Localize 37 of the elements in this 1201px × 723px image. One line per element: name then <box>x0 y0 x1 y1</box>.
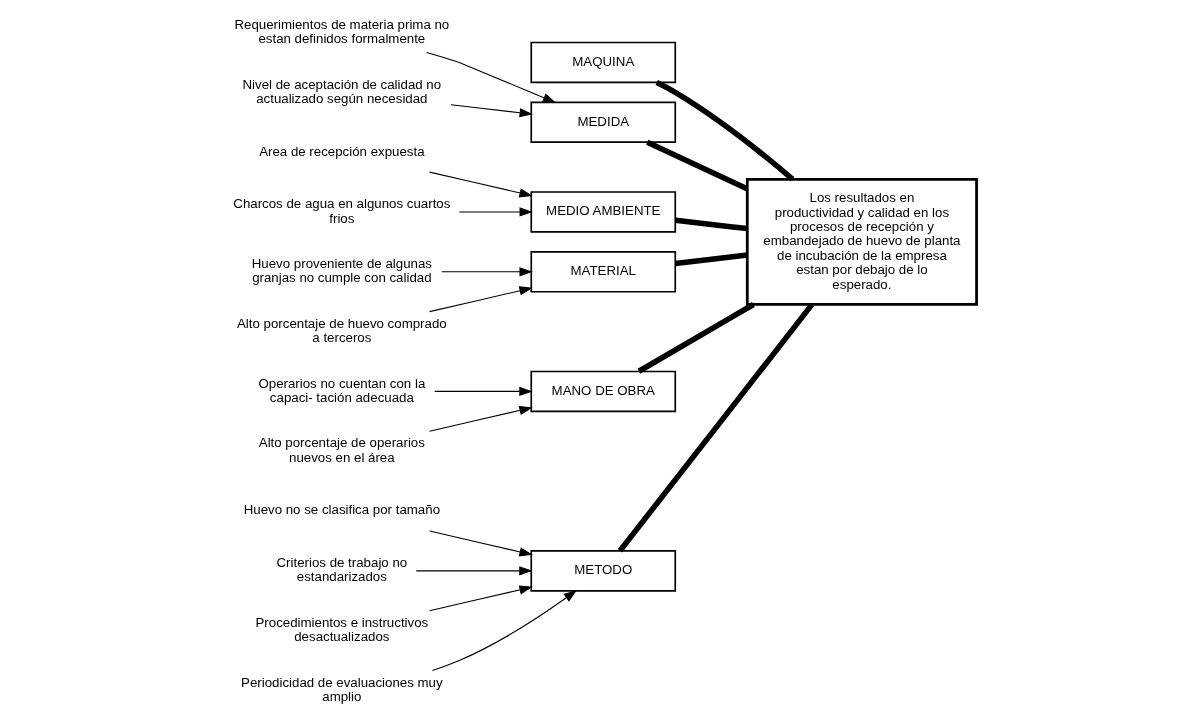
arrow <box>429 530 533 557</box>
node-text: Charcos de agua en algunos cuartos frios <box>233 196 451 226</box>
connector <box>637 302 755 374</box>
connector <box>675 217 748 232</box>
connector <box>617 302 815 553</box>
node-box: Los resultados en productividad y calidad en los procesos de recepción y embandejado de huevo de planta de incubación de la empresa estan por debajo de lo esperado. <box>745 177 978 306</box>
arrow <box>458 207 533 217</box>
node-box: MEDIDA <box>530 101 677 143</box>
node-text: Periodicidad de evaluaciones muy amplio <box>241 674 443 705</box>
node-text: Operarios no cuentan con la capaci- tación adecuada <box>258 375 426 406</box>
node-box: MAQUINA <box>530 41 677 84</box>
node-text: Huevo no se clasifica por tamaño <box>243 502 441 518</box>
arrow <box>441 267 533 277</box>
connector <box>655 80 795 182</box>
arrow <box>450 104 533 118</box>
node-box: METODO <box>530 550 677 592</box>
node-text: Huevo proveniente de algunas granjas no cumple con calidad <box>251 256 432 286</box>
arrow <box>429 286 533 313</box>
arrow <box>429 171 533 198</box>
connector <box>675 252 748 267</box>
arrow <box>434 386 533 397</box>
node-text: Criterios de trabajo no estandarizados <box>276 555 408 585</box>
node-text: Alto porcentaje de huevo comprado a terceros <box>237 315 447 346</box>
arrow <box>431 590 577 672</box>
node-text: Nivel de aceptación de calidad no actualizado según necesidad <box>242 76 442 106</box>
node-box: MEDIO AMBIENTE <box>530 191 677 233</box>
arrow <box>426 51 557 103</box>
node-text: Procedimientos e instructivos desactualizados <box>255 614 429 645</box>
node-text: Requerimientos de materia prima no estan definidos formalmente <box>234 16 450 47</box>
node-text: Alto porcentaje de operarios nuevos en el área <box>258 435 425 465</box>
arrow <box>429 585 533 612</box>
connector <box>646 139 749 192</box>
node-box: MATERIAL <box>530 251 677 293</box>
node-text: Area de recepción expuesta <box>259 143 425 159</box>
arrow <box>415 566 533 576</box>
arrow <box>429 405 533 432</box>
node-box: MANO DE OBRA <box>530 370 677 413</box>
